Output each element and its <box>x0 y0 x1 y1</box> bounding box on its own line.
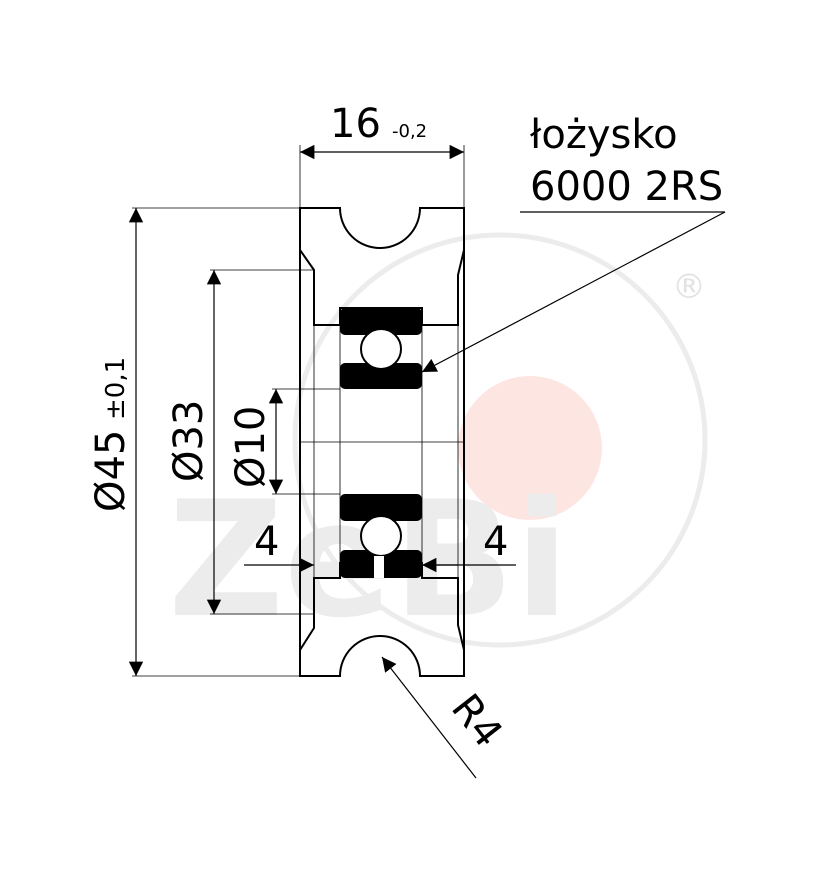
watermark-red-dot <box>458 376 602 520</box>
dimension-offsets: 4 4 <box>244 519 516 573</box>
bottom-rim <box>299 562 465 677</box>
dimension-bore-diameter: Ø10 <box>228 389 284 494</box>
registered-mark: ® <box>672 267 706 307</box>
bearing-bottom-outer-race <box>340 494 422 521</box>
bearing-bottom-notch <box>374 556 384 578</box>
bearing-bottom-ball <box>360 515 402 557</box>
bearing-top <box>340 308 422 389</box>
bearing-top-ball <box>360 328 402 370</box>
dimension-groove-diameter: Ø33 <box>166 270 222 614</box>
dimension-outer-diameter: Ø45 ±0,1 <box>88 208 144 676</box>
outer-diameter-value: Ø45 <box>88 430 134 512</box>
outer-diameter-tolerance: ±0,1 <box>101 357 131 420</box>
watermark-ring <box>292 232 708 648</box>
width-tolerance: -0,2 <box>392 121 427 142</box>
bearing-top-outer-race <box>340 308 422 335</box>
bearing-label-line1: łożysko <box>530 112 678 158</box>
bearing-label-line2: 6000 2RS <box>530 164 723 210</box>
offset-left-value: 4 <box>254 519 279 565</box>
bearing-top-inner-race <box>340 363 422 389</box>
top-rim <box>299 207 465 326</box>
width-value: 16 <box>330 101 381 147</box>
bearing-label: łożysko 6000 2RS <box>421 112 726 373</box>
dimension-width: 16 -0,2 <box>299 101 465 208</box>
groove-diameter-value: Ø33 <box>166 400 212 482</box>
bearing-bottom <box>340 494 422 578</box>
bore-diameter-value: Ø10 <box>228 406 274 488</box>
radius-value: R4 <box>442 686 511 756</box>
center-lines <box>132 207 464 677</box>
offset-right-value: 4 <box>483 519 508 565</box>
